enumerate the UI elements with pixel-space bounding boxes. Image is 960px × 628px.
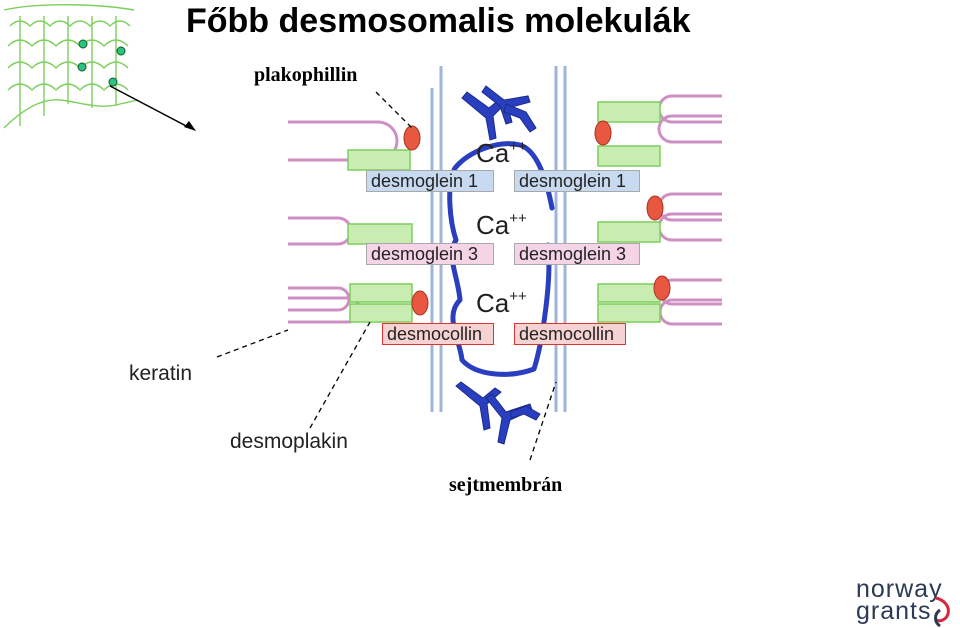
- calcium-ion-label: Ca++: [476, 288, 527, 318]
- desmocollin-right: desmocollin: [514, 323, 626, 345]
- tissue-marker-dot: [78, 39, 88, 49]
- desmoglein-1-left: desmoglein 1: [366, 170, 494, 192]
- hand-drawn-annotation: [447, 141, 555, 377]
- desmoplakin-label: desmoplakin: [230, 430, 348, 453]
- leader-lines: [216, 91, 557, 461]
- keratin-label: keratin: [129, 362, 193, 385]
- desmoglein-1-right: desmoglein 1: [514, 170, 640, 192]
- plakophillin-label: plakophillin: [254, 64, 358, 86]
- slide-title: Főbb desmosomalis molekulák: [186, 2, 691, 40]
- tissue-marker-dot: [116, 46, 126, 56]
- desmoglein-3-right: desmoglein 3: [514, 243, 640, 265]
- sejtmembran-label: sejtmembrán: [449, 474, 563, 496]
- tissue-marker-dot: [77, 62, 87, 72]
- desmocollin-left: desmocollin: [382, 323, 494, 345]
- plakophilin-ovals: [403, 120, 671, 316]
- logo-line-1: norway: [856, 575, 943, 603]
- calcium-ion-label: Ca++: [476, 210, 527, 240]
- right-desmoplakin: [597, 101, 661, 323]
- left-desmoplakin: [347, 149, 413, 323]
- cell-membranes: [430, 66, 567, 412]
- antibody-shapes: [455, 85, 541, 445]
- desmoglein-3-left: desmoglein 3: [366, 243, 494, 265]
- calcium-ion-label: Ca++: [476, 138, 527, 168]
- tissue-marker-dot: [108, 77, 118, 87]
- epithelium-thumbnail: [3, 4, 139, 129]
- logo-line-2: grants: [856, 597, 932, 625]
- zoom-arrow: [109, 85, 196, 131]
